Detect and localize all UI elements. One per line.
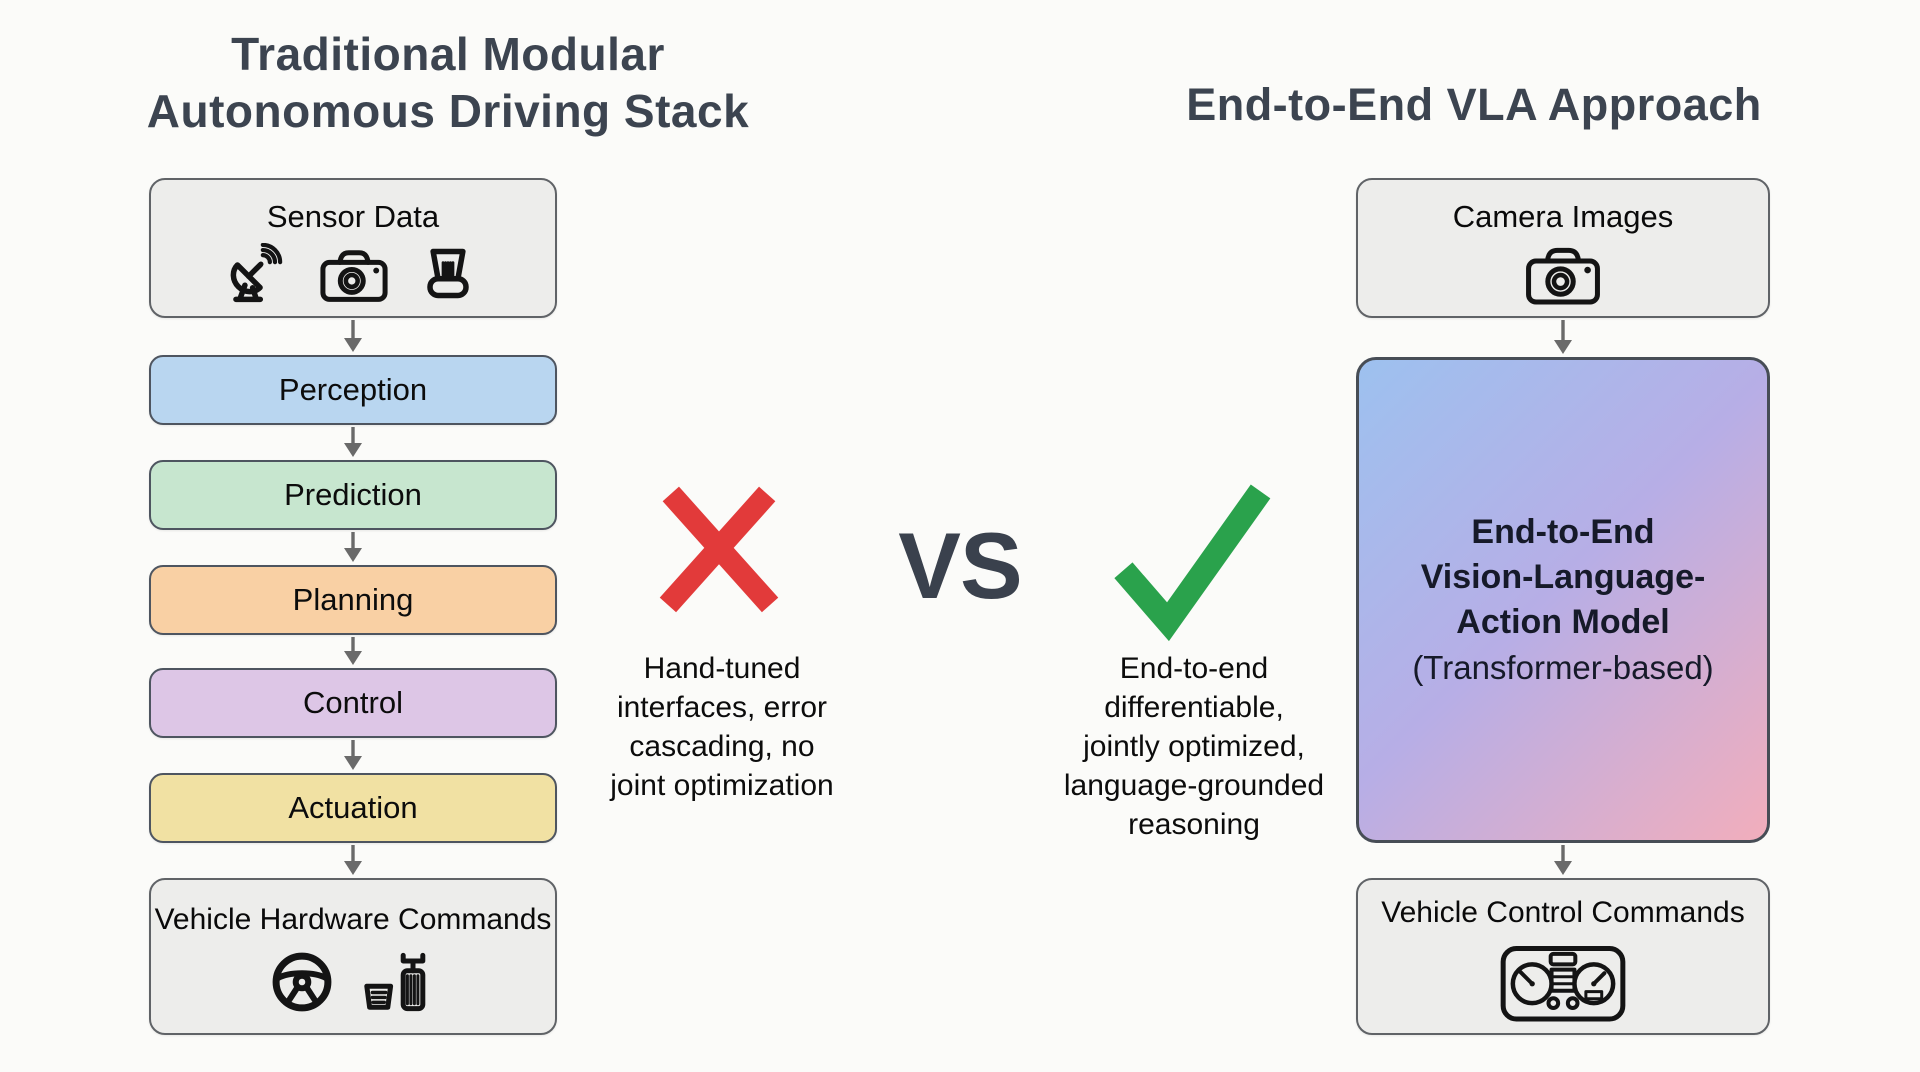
check-caption: End-to-end differentiable, jointly optim… (1029, 649, 1359, 844)
check-caption-line: End-to-end (1119, 652, 1269, 685)
left-title-line-1: Traditional Modular (231, 28, 665, 80)
stage-perception-box: Perception (149, 355, 557, 425)
check-caption-line: reasoning (1128, 808, 1260, 841)
cross-caption: Hand-tuned interfaces, error cascading, … (557, 649, 887, 805)
vla-model-line: Vision-Language- (1420, 558, 1706, 596)
stage-planning-label: Planning (292, 582, 414, 617)
stage-actuation-box: Actuation (149, 773, 557, 843)
stage-actuation-label: Actuation (288, 790, 418, 825)
flow-arrow-icon (344, 740, 362, 770)
cross-caption-line: cascading, no (629, 730, 815, 763)
stage-planning-box: Planning (149, 565, 557, 635)
vcc-icon-row (1497, 938, 1629, 1026)
lidar-icon (417, 243, 479, 307)
vs-label: VS (898, 513, 1022, 618)
vla-model-line: End-to-End (1471, 513, 1655, 551)
flow-arrow-icon (1554, 320, 1572, 354)
cross-caption-line: Hand-tuned (643, 652, 801, 685)
stage-control-box: Control (149, 668, 557, 738)
stage-prediction-box: Prediction (149, 460, 557, 530)
steering-wheel-icon (265, 945, 339, 1019)
right-column-title: End-to-End VLA Approach (1186, 79, 1762, 130)
flow-arrow-icon (344, 427, 362, 457)
cross-caption-line: joint optimization (610, 769, 834, 802)
left-title-line-2: Autonomous Driving Stack (146, 85, 750, 137)
vehicle-hardware-commands-box: Vehicle Hardware Commands (149, 878, 557, 1035)
sensor-data-label: Sensor Data (266, 199, 440, 234)
sensor-data-box: Sensor Data (149, 178, 557, 318)
pedals-icon (357, 947, 441, 1017)
flow-arrow-icon (344, 845, 362, 875)
check-icon (1114, 484, 1271, 642)
vehicle-control-commands-label: Vehicle Control Commands (1381, 895, 1745, 929)
camera-icon (1522, 243, 1604, 307)
dashboard-icon (1497, 938, 1629, 1026)
camera-images-box: Camera Images (1356, 178, 1770, 318)
cross-icon (659, 486, 779, 613)
stage-control-label: Control (303, 685, 403, 720)
vla-model-subtitle: (Transformer-based) (1412, 649, 1714, 686)
left-column-title: Traditional Modular Autonomous Driving S… (118, 26, 778, 140)
flow-arrow-icon (344, 320, 362, 352)
flow-arrow-icon (1554, 845, 1572, 875)
camera-icon (317, 246, 391, 304)
check-caption-line: jointly optimized, (1083, 730, 1305, 763)
check-caption-line: language-grounded (1063, 769, 1325, 802)
vehicle-control-commands-box: Vehicle Control Commands (1356, 878, 1770, 1035)
camera-icon-row (1522, 243, 1604, 307)
radar-dish-icon (227, 243, 291, 307)
vla-model-line: Action Model (1456, 603, 1670, 641)
stage-prediction-label: Prediction (284, 477, 422, 512)
check-caption-line: differentiable, (1104, 691, 1284, 724)
vhc-icon-row (265, 945, 441, 1019)
camera-images-label: Camera Images (1452, 199, 1674, 234)
vla-model-box: End-to-End Vision-Language- Action Model… (1356, 357, 1770, 843)
cross-caption-line: interfaces, error (616, 691, 828, 724)
vehicle-hardware-commands-label: Vehicle Hardware Commands (154, 902, 552, 936)
flow-arrow-icon (344, 532, 362, 562)
sensor-icon-row (227, 243, 479, 307)
stage-perception-label: Perception (278, 372, 428, 407)
flow-arrow-icon (344, 637, 362, 665)
